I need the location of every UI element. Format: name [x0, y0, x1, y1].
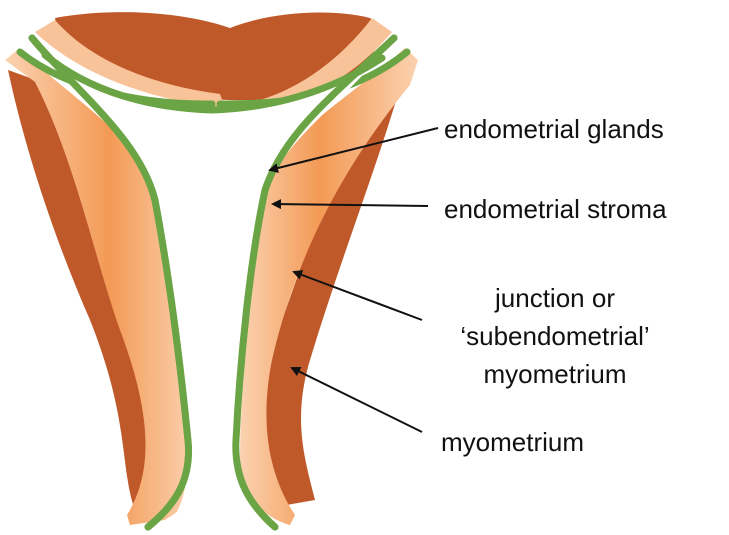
label-myometrium: myometrium — [441, 427, 584, 457]
right-wall-myometrium — [256, 70, 405, 510]
endometrial-glands-left-outline — [28, 34, 193, 531]
label-junction-line2: ‘subendometrial’ — [460, 321, 649, 351]
label-endometrial-glands: endometrial glands — [444, 114, 664, 144]
fundus-stroma-left — [35, 20, 225, 108]
endometrial-glands-top-outline — [41, 51, 386, 114]
arrow-stroma — [271, 199, 429, 210]
arrow-myometrium — [290, 367, 423, 433]
endometrial-glands-right-outline — [232, 34, 398, 531]
label-endometrial-stroma: endometrial stroma — [444, 194, 667, 224]
left-wall-myometrium — [8, 70, 166, 510]
label-junction-line1: junction or — [494, 283, 615, 313]
uterine-cavity — [45, 52, 380, 520]
arrow-glands — [268, 127, 439, 173]
fundus-stroma-right — [260, 18, 392, 108]
arrow-junction — [292, 270, 423, 321]
label-junction-line3: myometrium — [483, 359, 626, 389]
left-wall-stroma — [5, 48, 195, 525]
